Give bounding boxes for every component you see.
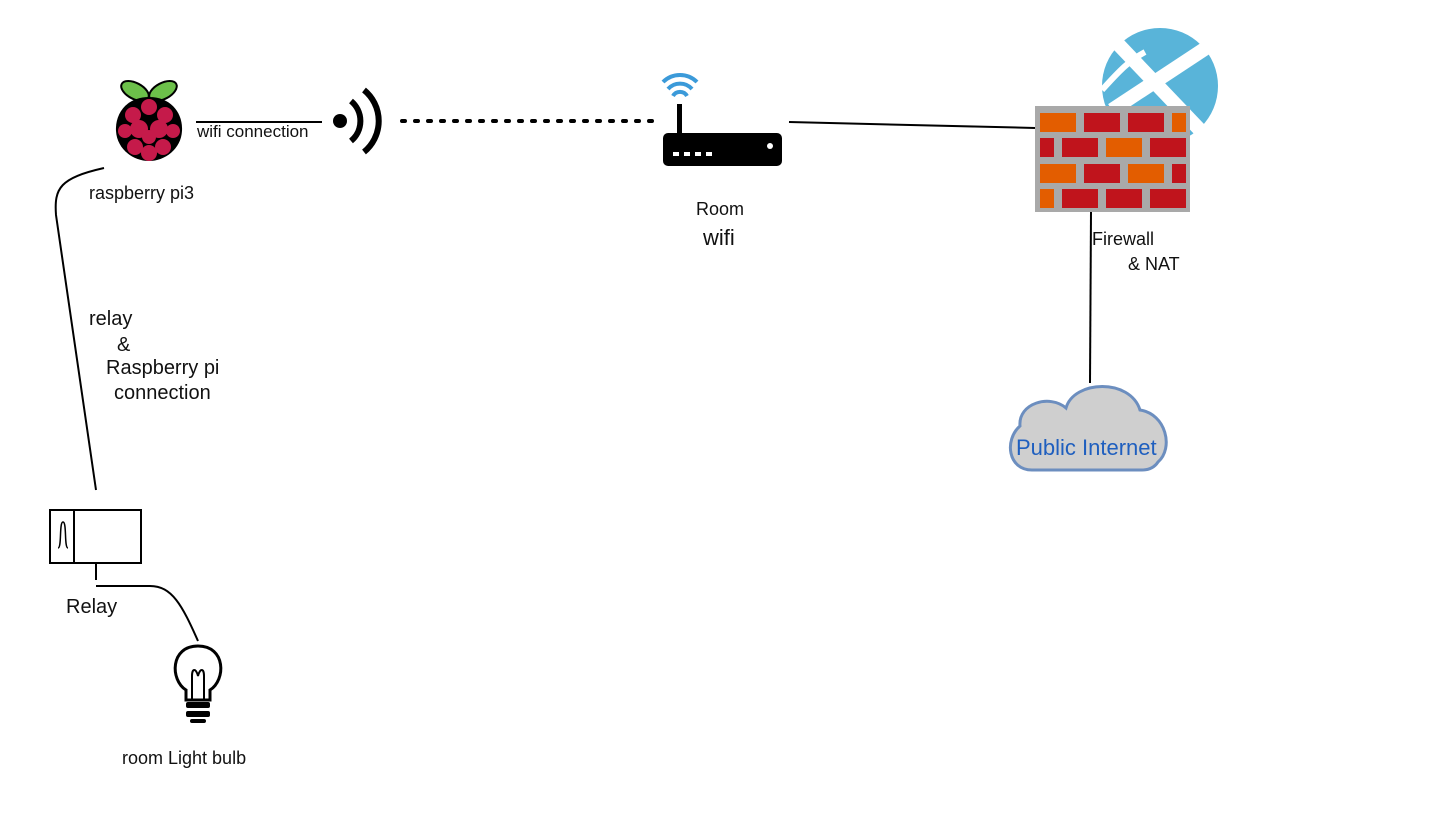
pi-relay-label-line2: & — [117, 334, 131, 356]
firewall-label-line1: Firewall — [1092, 229, 1155, 249]
wifi-connection-label: wifi connection — [197, 122, 309, 141]
router-label-line1: Room — [696, 199, 745, 219]
light-bulb-label: room Light bulb — [122, 748, 247, 768]
relay-bulb-connector — [95, 563, 199, 642]
pi-relay-label-line4: connection — [114, 382, 211, 404]
pi-relay-label-line1: relay — [89, 308, 133, 330]
public-internet-label: Public Internet — [1016, 435, 1157, 460]
pi-relay-label-line3: Raspberry pi — [106, 357, 220, 379]
firewall-label-line2: & NAT — [1128, 254, 1180, 274]
light-bulb-icon — [173, 644, 223, 723]
pi-relay-connector — [54, 167, 105, 491]
firewall-brick-icon — [1035, 106, 1190, 212]
wifi-router-icon — [661, 72, 782, 166]
wireless-signal-icon — [333, 87, 382, 155]
firewall-internet-link — [1089, 211, 1092, 384]
router-firewall-link — [788, 121, 1036, 129]
router-label-line2: wifi — [703, 225, 735, 250]
raspberry-pi-label: raspberry pi3 — [89, 183, 195, 203]
relay-icon — [49, 509, 142, 564]
cloud-icon — [1009, 385, 1168, 472]
raspberry-pi-icon — [115, 80, 183, 161]
relay-label: Relay — [66, 596, 118, 618]
